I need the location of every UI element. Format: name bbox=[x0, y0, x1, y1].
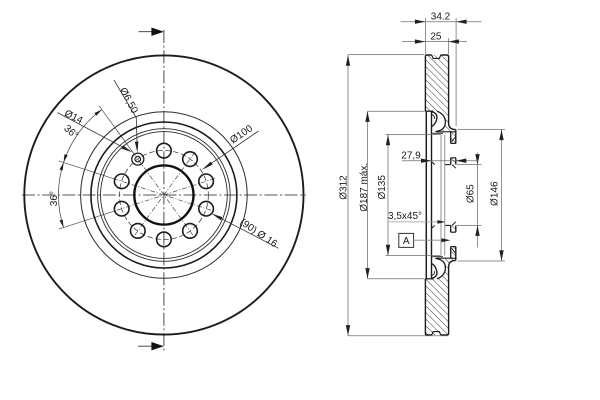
svg-text:Ø65: Ø65 bbox=[466, 184, 477, 203]
svg-text:Ø135: Ø135 bbox=[377, 175, 388, 200]
svg-text:Ø187 máx.: Ø187 máx. bbox=[359, 163, 370, 212]
svg-text:Ø146: Ø146 bbox=[490, 181, 501, 206]
svg-text:27,9: 27,9 bbox=[401, 151, 421, 162]
svg-text:36°: 36° bbox=[49, 191, 60, 206]
svg-text:Ø312: Ø312 bbox=[339, 175, 350, 200]
svg-text:25: 25 bbox=[430, 32, 442, 43]
svg-text:34.2: 34.2 bbox=[431, 12, 451, 23]
svg-text:A: A bbox=[403, 236, 410, 247]
svg-text:3,5x45°: 3,5x45° bbox=[388, 211, 422, 222]
